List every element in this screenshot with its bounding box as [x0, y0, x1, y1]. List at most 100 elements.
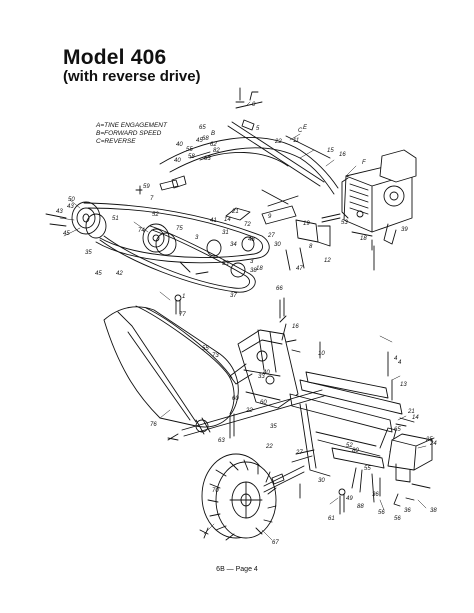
part-number-label: 38 [430, 508, 437, 514]
main-frame [289, 341, 435, 515]
page-title: Model 406 [63, 46, 167, 69]
part-number-label: 1 [182, 294, 185, 300]
part-number-label: 52 [346, 443, 353, 449]
part-number-label: 40 [174, 158, 181, 164]
part-number-label: 88 [357, 504, 364, 510]
part-number-label: 8 [309, 244, 313, 250]
part-number-label: 3 [250, 259, 254, 265]
engine [321, 149, 417, 245]
part-number-label: 70 [212, 488, 219, 494]
part-number-label: 62 [210, 142, 217, 148]
part-number-label: 13 [400, 382, 407, 388]
part-number-label: 49 [346, 496, 353, 502]
part-number-label: 22 [245, 408, 253, 414]
part-number-label: 51 [112, 216, 119, 222]
part-number-label: 4 [398, 360, 402, 366]
part-number-label: 45 [95, 271, 102, 277]
part-number-label: 31 [222, 230, 229, 236]
tine-shield [103, 305, 239, 428]
part-number-label: 36 [372, 492, 379, 498]
part-number-label: 82 [213, 148, 220, 154]
part-number-label: C [298, 128, 303, 134]
part-number-label: 21 [231, 209, 239, 215]
part-number-label: 60 [260, 400, 267, 406]
part-number-label: 80 [352, 448, 359, 454]
part-number-label: 9 [268, 214, 272, 220]
part-number-label: 38 [250, 268, 257, 274]
part-number-label: 45 [63, 231, 70, 237]
part-number-label: 41 [210, 218, 217, 224]
part-number-label: 4 [394, 356, 398, 362]
drive-legend: A=TINE ENGAGEMENT B=FORWARD SPEED C=REVE… [96, 122, 167, 146]
part-number-label: 43 [67, 204, 74, 210]
part-number-label: 30 [274, 242, 281, 248]
part-number-label: 74 [138, 228, 145, 234]
part-number-label: 35 [85, 250, 92, 256]
part-number-label: 16 [339, 152, 346, 158]
pulleys-belts [45, 201, 270, 293]
part-number-label: 39 [401, 227, 408, 233]
part-number-label: 55 [186, 147, 193, 153]
page-subtitle: (with reverse drive) [63, 68, 201, 85]
transmission-housing [229, 315, 301, 409]
part-number-label: 27 [267, 233, 275, 239]
part-number-label: 11 [293, 138, 299, 144]
part-number-label: 55 [202, 346, 209, 352]
part-number-label: 24 [429, 441, 437, 447]
part-number-label: 21 [407, 409, 415, 415]
axle-shaft [167, 297, 325, 441]
part-number-label: 34 [230, 242, 237, 248]
part-number-label: 22 [274, 139, 282, 145]
part-number-label: 10 [318, 351, 325, 357]
part-number-label: 58 [188, 154, 195, 160]
part-number-label: 60 [232, 396, 239, 402]
part-number-label: B [211, 131, 215, 137]
part-number-label: 68 [202, 136, 209, 142]
part-number-label: 55 [364, 466, 371, 472]
part-number-label: 43 [56, 209, 63, 215]
part-number-label: E [303, 125, 308, 131]
part-number-label: 67 [272, 540, 279, 546]
part-number-label: 40 [176, 142, 183, 148]
part-number-label: 7 [150, 196, 154, 202]
legend-item-b: B=FORWARD SPEED [96, 130, 162, 137]
part-number-label: 77 [179, 312, 186, 318]
part-number-label: 45 [196, 138, 203, 144]
hardware-upper [135, 87, 375, 315]
part-number-label: 56 [394, 516, 401, 522]
part-number-label: 73 [212, 353, 219, 359]
legend-item-c: C=REVERSE [96, 138, 136, 145]
part-number-label: 37 [230, 293, 237, 299]
part-number-label: 42 [116, 271, 123, 277]
part-number-label: 14 [412, 415, 419, 421]
part-number-label: 40 [263, 370, 270, 376]
part-number-label: 61 [328, 516, 335, 522]
part-number-label: 65 [394, 427, 401, 433]
part-number-label: 30 [318, 478, 325, 484]
legend-item-a: A=TINE ENGAGEMENT [96, 122, 167, 129]
part-number-label: 47 [296, 266, 303, 272]
part-number-label: 35 [270, 424, 277, 430]
part-number-label: 0 [252, 102, 256, 108]
part-number-label: 15 [327, 148, 334, 154]
page-footer: 6B — Page 4 [216, 566, 258, 573]
part-number-label: 12 [324, 258, 331, 264]
part-number-label: F [362, 160, 366, 166]
part-number-label: 75 [176, 226, 183, 232]
part-number-label: 66 [276, 286, 283, 292]
part-number-label: 65 [199, 125, 206, 131]
part-number-label: 50 [68, 197, 75, 203]
control-rods [159, 91, 339, 221]
part-number-label: 22 [265, 444, 273, 450]
part-number-label: 72 [244, 222, 251, 228]
part-number-label: 18 [256, 266, 263, 272]
leader-lines [59, 101, 427, 541]
part-number-label: 18 [360, 236, 367, 242]
part-number-label: 76 [150, 422, 157, 428]
part-number-label: 3 [195, 235, 199, 241]
part-number-label: 48 [248, 237, 255, 243]
part-number-label: 33 [258, 374, 265, 380]
part-number-label: 19 [303, 221, 310, 227]
